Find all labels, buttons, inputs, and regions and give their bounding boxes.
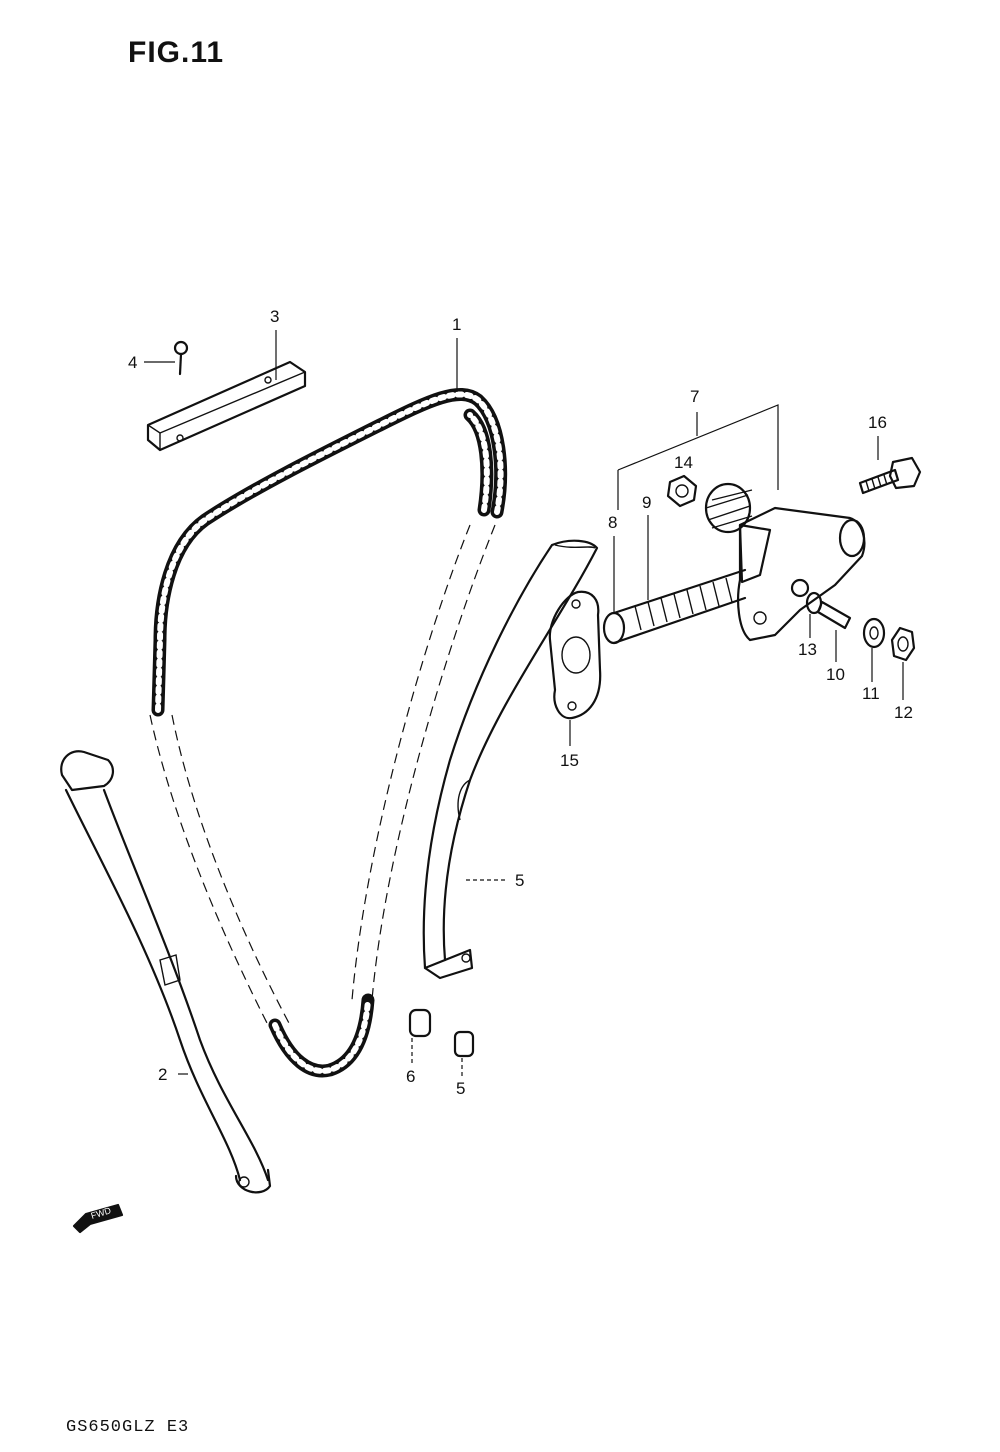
- callout-6: 6: [406, 1067, 415, 1086]
- cam-chain-tensioner-assembly: [602, 482, 866, 645]
- callout-16: 16: [868, 413, 887, 432]
- callout-3: 3: [270, 307, 279, 326]
- callout-5-second: 5: [456, 1079, 465, 1098]
- lock-nut: [666, 474, 698, 508]
- callout-1: 1: [452, 315, 461, 334]
- model-code: GS650GLZ E3: [66, 1418, 190, 1437]
- callout-10: 10: [826, 665, 845, 684]
- stopper-pin: [816, 600, 852, 630]
- callout-13: 13: [798, 640, 817, 659]
- washer: [862, 617, 886, 649]
- callout-9: 9: [642, 493, 651, 512]
- callouts: 1 3 4 7 14 9 8 16 13 10 11 12 15: [128, 307, 913, 1098]
- bolt: [858, 456, 922, 495]
- dowel-pins: [408, 1008, 475, 1058]
- figure-title: FIG.11: [128, 36, 225, 69]
- tensioner-gasket: [548, 590, 602, 720]
- screw: [173, 340, 189, 376]
- callout-12: 12: [894, 703, 913, 722]
- cam-chain-guide-top: [146, 360, 307, 452]
- callout-14: 14: [674, 453, 693, 472]
- nut: [890, 626, 916, 662]
- cam-chain-guide-left: [60, 750, 272, 1194]
- cam-chain: [149, 387, 508, 1078]
- callout-5: 5: [515, 871, 524, 890]
- callout-4: 4: [128, 353, 137, 372]
- cam-chain-guide-right: [422, 539, 599, 980]
- forward-direction-arrow-icon: FWD: [72, 1203, 124, 1234]
- callout-11: 11: [862, 684, 880, 703]
- callout-2: 2: [158, 1065, 167, 1084]
- callout-7: 7: [690, 387, 699, 406]
- callout-15: 15: [560, 751, 579, 770]
- callout-8: 8: [608, 513, 617, 532]
